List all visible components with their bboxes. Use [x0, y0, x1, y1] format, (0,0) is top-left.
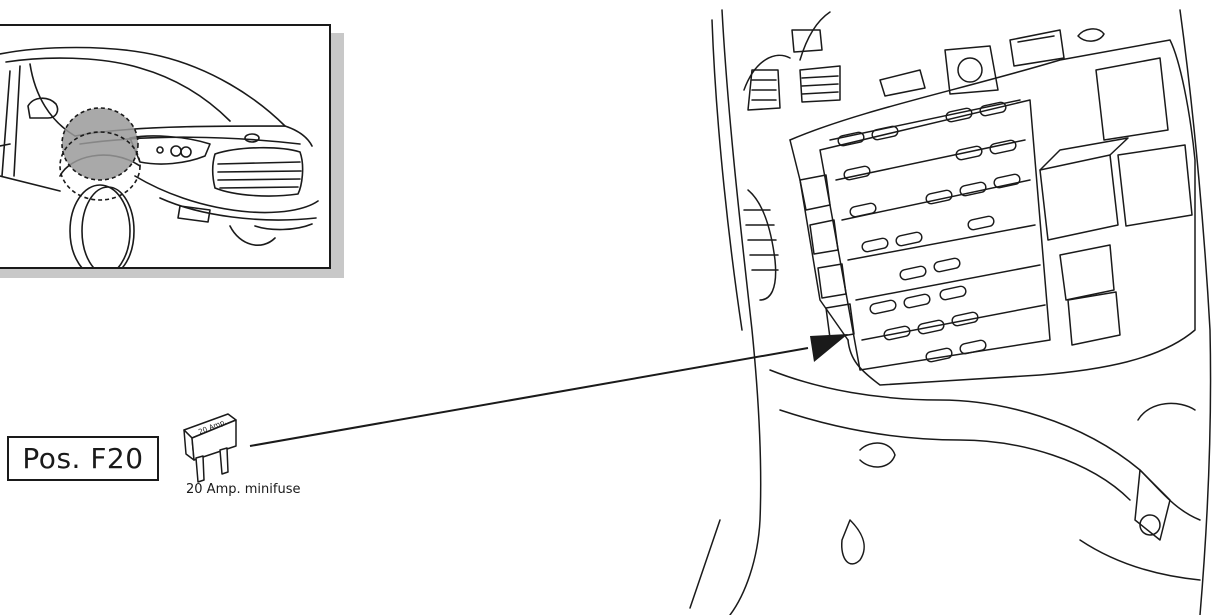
leader-line — [250, 334, 848, 446]
arrow-pointer-icon — [810, 334, 848, 362]
minifuse-icon: 20 Amp. — [184, 414, 236, 482]
fuse-box-illustration — [690, 10, 1211, 615]
